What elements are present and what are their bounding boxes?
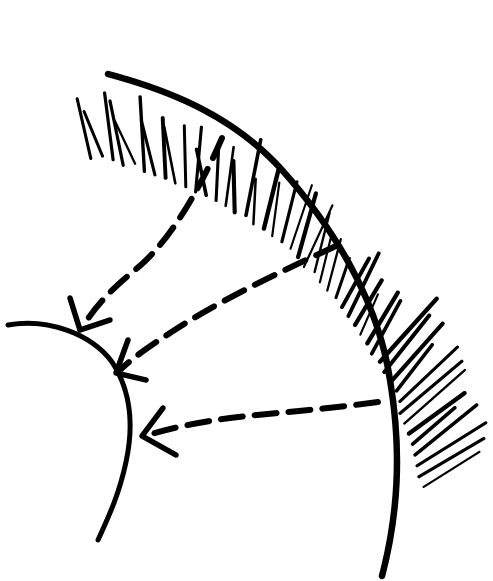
hatch-stroke <box>77 99 91 159</box>
arrow-3-shaft <box>145 402 378 436</box>
arrow-2 <box>116 246 336 380</box>
hatch-stroke <box>233 161 234 212</box>
arrow-3 <box>142 402 378 455</box>
inner-arc <box>8 323 130 540</box>
outer-hatching <box>77 93 486 487</box>
arrow-2-shaft <box>120 246 336 370</box>
hatch-stroke <box>253 179 255 224</box>
hatch-stroke <box>282 182 297 242</box>
hatch-stroke <box>184 126 186 187</box>
hatch-stroke <box>84 112 102 157</box>
hatch-stroke <box>400 361 462 413</box>
